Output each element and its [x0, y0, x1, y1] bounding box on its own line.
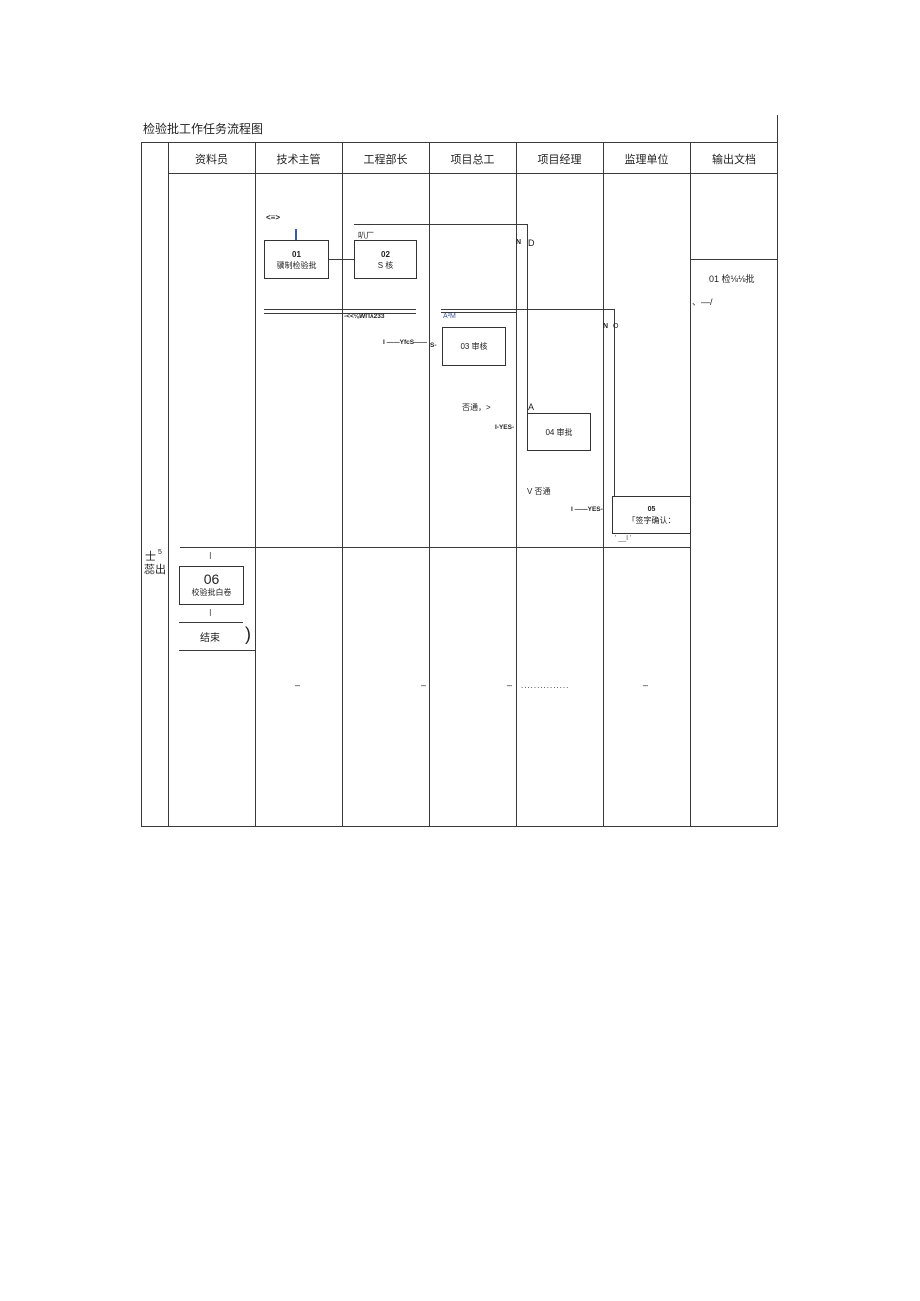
end-top-rule	[179, 622, 243, 623]
return-annotation: -<<⅛WΠλ233	[344, 313, 385, 320]
connector-to-04	[527, 224, 528, 413]
step-02-label: S 核	[377, 260, 394, 270]
header-supervision: 监理单位	[624, 154, 669, 166]
return-line-upper	[264, 309, 416, 310]
step-06-number: 06	[203, 571, 220, 587]
header-bottom-border	[168, 173, 778, 174]
step-01-label: 骥制检验批	[276, 260, 317, 270]
connector-mark: I	[209, 608, 212, 619]
header-chief-engineer: 项目总工	[450, 154, 495, 166]
dash-mark: –	[507, 680, 513, 690]
sup-no-o: O	[613, 323, 619, 330]
table-bottom-border	[141, 826, 778, 827]
output-divider	[690, 259, 778, 260]
step-06-box: 06 校验批白卷	[179, 566, 244, 605]
below-05-mark: ' __I '	[615, 535, 632, 542]
step-01-box: 01 骥制检验批	[264, 240, 329, 279]
column-divider	[690, 142, 691, 827]
end-bracket: )	[245, 624, 251, 644]
return-line-lower	[264, 313, 416, 314]
column-divider	[516, 142, 517, 827]
connector-to-05	[614, 309, 615, 496]
fail-03-label: 否通，>	[462, 403, 491, 412]
header-output-docs: 输出文档	[712, 154, 756, 166]
header-clerk: 资料员	[195, 154, 228, 166]
step-03-label: 03 审核	[460, 342, 488, 351]
column-divider	[603, 142, 604, 827]
fail-04-label: V 否通	[527, 487, 551, 496]
step-01-number: 01	[292, 249, 301, 259]
connector-03-top	[441, 309, 614, 310]
dash-mark: –	[421, 680, 427, 690]
pm-no-d: D	[528, 238, 535, 248]
sup-no-n: N	[603, 323, 609, 330]
yes-to-03-label: I ——YfcS——	[383, 339, 428, 346]
start-node: <≡>	[266, 213, 281, 222]
side-label-main: 士	[145, 551, 156, 563]
step-05-box: 05 「签字确认：	[612, 496, 691, 534]
side-label-sub: 蕊出	[144, 564, 166, 576]
dotted-mark: ...............	[521, 681, 570, 690]
dash-mark: –	[643, 680, 649, 690]
title-right-rule	[777, 115, 778, 142]
connector-02-top	[354, 224, 527, 225]
step-06-label: 校验批白卷	[191, 588, 232, 597]
yes-to-04-label: I-YES-	[495, 424, 515, 431]
phase-divider	[180, 547, 690, 548]
header-tech-supervisor: 技术主管	[276, 154, 321, 166]
column-divider	[255, 142, 256, 827]
column-divider	[168, 142, 169, 827]
step-04-box: 04 审批	[527, 413, 591, 451]
output-doc-mark: 、—/	[692, 297, 713, 307]
column-divider	[342, 142, 343, 827]
connector-mark: I	[209, 551, 212, 562]
end-label: 结束	[200, 633, 220, 644]
side-label-small: 5	[158, 549, 162, 556]
start-connector	[295, 229, 297, 240]
step-02-number: 02	[381, 249, 390, 259]
output-doc-item: 01 检⅛⅛批	[709, 274, 755, 284]
header-engineering-head: 工程部长	[363, 154, 408, 166]
pm-arrow: A	[528, 402, 535, 412]
connector-01-02	[328, 259, 354, 260]
step-02-box: 02 S 核	[354, 240, 417, 279]
yes-to-05-label: I ——YES-	[571, 506, 603, 513]
table-top-border	[141, 142, 778, 143]
page-title: 检验批工作任务流程图	[143, 122, 264, 136]
step-02-caption: 叭厂	[358, 231, 374, 240]
end-bottom-rule	[179, 650, 255, 651]
step-05-number: 05	[647, 506, 656, 513]
connector-03-top-inner	[441, 312, 516, 313]
step-04-label: 04 审批	[545, 427, 573, 437]
pm-no-n: N	[516, 239, 522, 246]
table-left-border	[141, 142, 142, 827]
step-05-label: 「签字确认：	[627, 516, 676, 525]
dash-mark: –	[295, 680, 301, 690]
table-right-border	[777, 142, 778, 827]
column-divider	[429, 142, 430, 827]
step-03-box: 03 审核	[442, 327, 506, 366]
chief-tag: A²M	[443, 313, 456, 320]
yes-to-03-tail: S-	[430, 342, 437, 349]
header-project-manager: 项目经理	[537, 154, 582, 166]
